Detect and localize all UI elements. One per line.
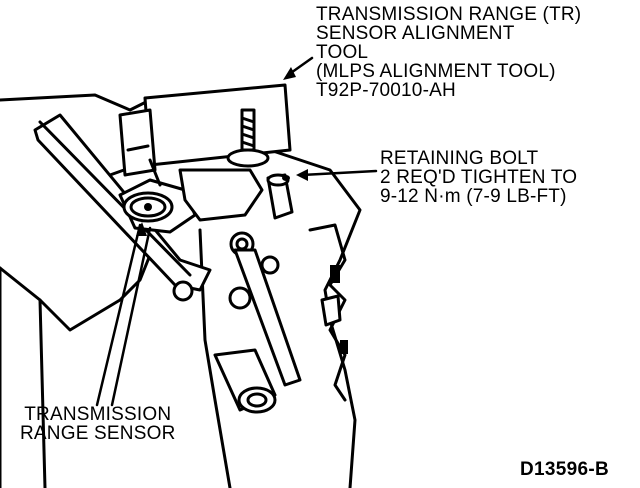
callout-line: TOOL [316, 42, 369, 63]
retaining-bolt-callout: RETAINING BOLT 2 REQ'D TIGHTEN TO 9-12 N… [380, 149, 577, 206]
tool-bolt-head [226, 148, 270, 168]
callout-line: T92P-70010-AH [316, 80, 456, 101]
case-right-casting [308, 223, 347, 402]
bolt-leader-line [300, 169, 378, 177]
callout-line: SENSOR ALIGNMENT [316, 23, 515, 44]
sensor-leader-line-2 [110, 226, 152, 407]
callout-line: RANGE SENSOR [20, 423, 176, 444]
callout-line: RETAINING BOLT [380, 148, 539, 169]
range-sensor-callout: TRANSMISSION RANGE SENSOR [20, 405, 176, 443]
sensor-housing [178, 168, 264, 222]
case-bolt-left [172, 280, 194, 302]
callout-line: 9-12 N·m (7-9 LB-FT) [380, 186, 567, 207]
sensor-leader-arrow [136, 222, 147, 236]
alignment-tool-handle [118, 108, 157, 177]
figure-id: D13596-B [520, 459, 610, 480]
case-top-edge [0, 93, 152, 112]
callout-line: 2 REQ'D TIGHTEN TO [380, 167, 578, 188]
sensor-leader-line-1 [95, 223, 142, 407]
bolt-leader-arrow [296, 169, 308, 181]
callout-line: TRANSMISSION RANGE (TR) [316, 4, 582, 25]
alignment-tool-body [143, 83, 292, 167]
alignment-tool-callout: TRANSMISSION RANGE (TR) SENSOR ALIGNMENT… [316, 5, 581, 100]
case-body-left [38, 298, 47, 488]
callout-line: (MLPS ALIGNMENT TOOL) [316, 61, 556, 82]
linkage-arm [233, 248, 302, 387]
callout-line: TRANSMISSION [24, 404, 172, 425]
tool-leader-arrow [283, 67, 296, 80]
